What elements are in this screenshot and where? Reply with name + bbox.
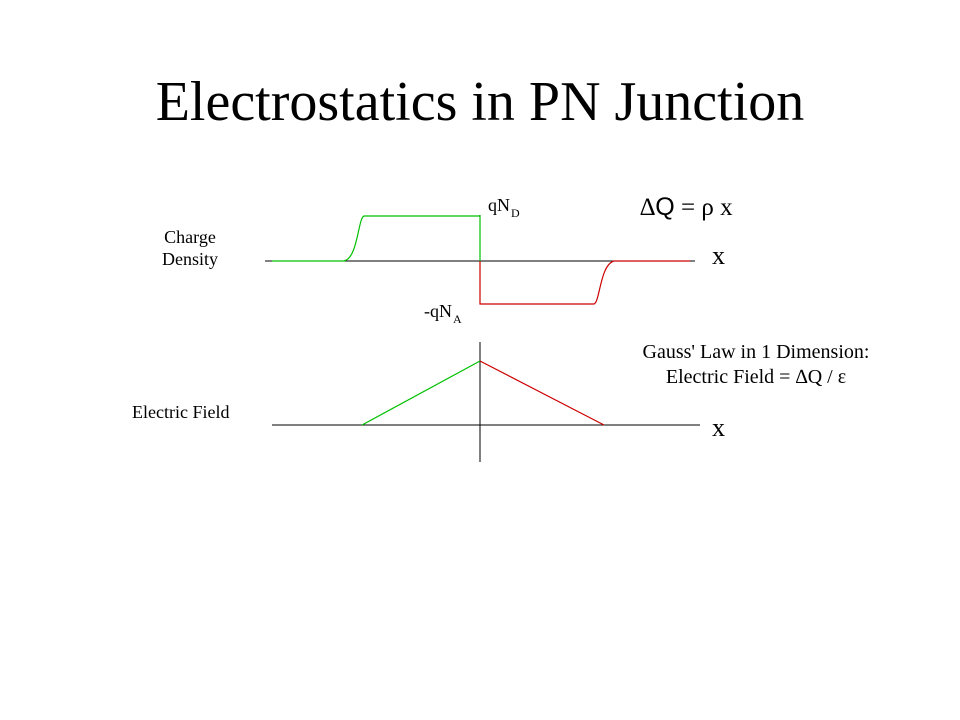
field-rising-line [361,360,481,426]
equation-delta: ∆ [640,194,656,221]
negative-charge-curve [479,260,690,305]
electric-field-label: Electric Field [132,402,230,422]
equation-rest: = ρ x [674,194,733,221]
field-x-axis-label: x [712,413,725,442]
acceptor-charge-label: -qNA [424,300,462,326]
acceptor-charge-subscript: A [453,312,462,326]
gauss-law-line2: Electric Field = ∆Q / ε [665,366,847,388]
charge-density-label-line1: Charge [164,227,216,247]
equation-q: Q [655,193,675,221]
donor-charge-subscript: D [511,206,520,220]
acceptor-charge-prefix: -qN [424,301,452,321]
field-falling-line [479,360,605,426]
donor-charge-label: qND [488,194,520,220]
slide-title: Electrostatics in PN Junction [155,71,805,133]
positive-charge-curve [272,215,481,262]
charge-x-axis-label: x [712,241,725,270]
charge-density-label: Charge Density [150,226,230,270]
charge-density-label-line2: Density [162,249,218,269]
charge-equation: ∆Q = ρ x [640,192,733,223]
gauss-law-note: Gauss' Law in 1 Dimension: Electric Fiel… [596,340,916,390]
donor-charge-prefix: qN [488,195,510,215]
gauss-law-line1: Gauss' Law in 1 Dimension: [642,341,870,363]
